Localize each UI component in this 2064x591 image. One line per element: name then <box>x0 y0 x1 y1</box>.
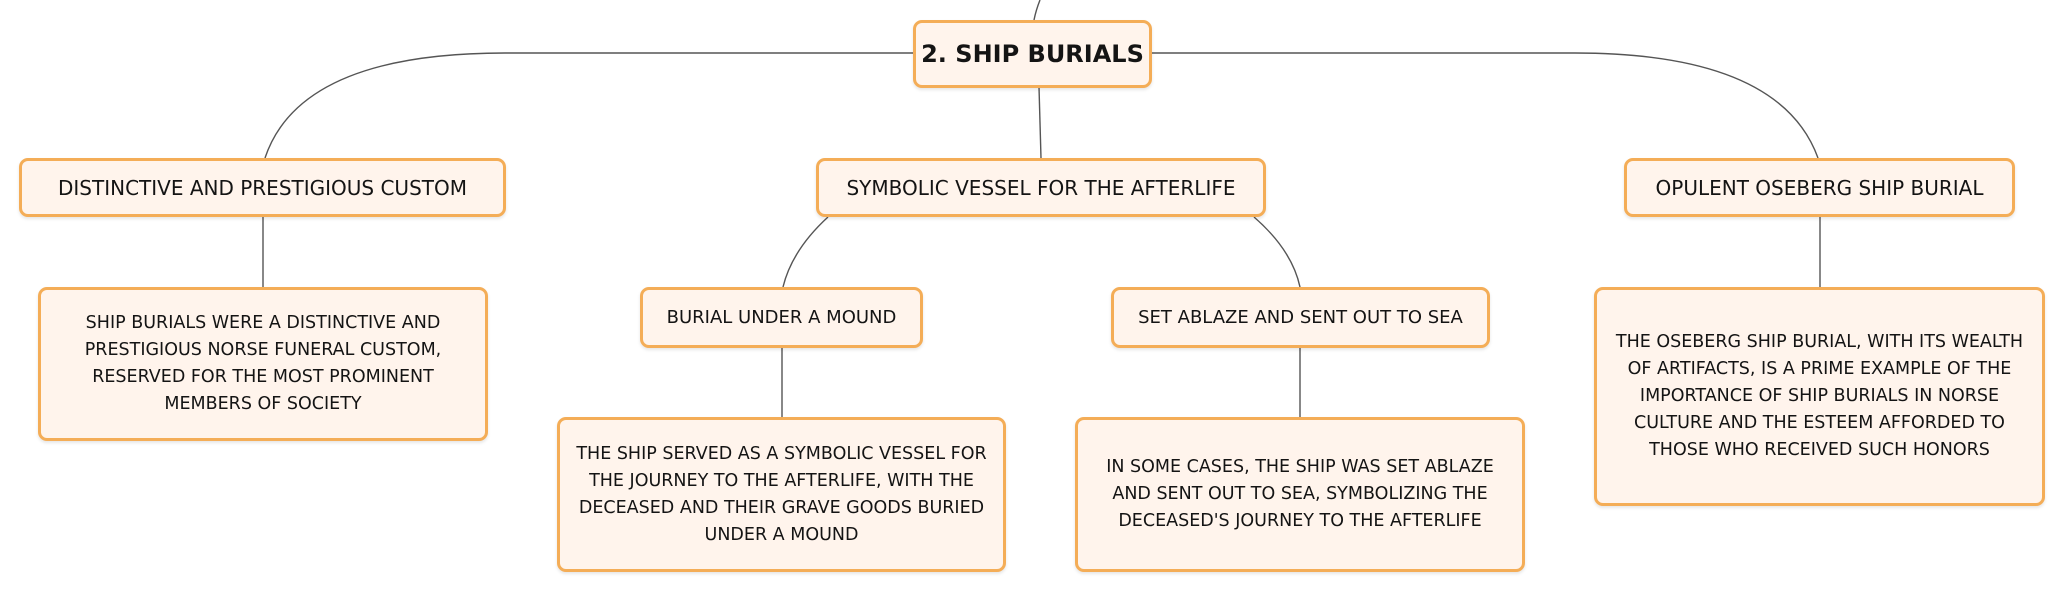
detail-node-distinctive-custom[interactable]: SHIP BURIALS WERE A DISTINCTIVE AND PRES… <box>38 287 488 441</box>
root-node-label: 2. SHIP BURIALS <box>921 40 1144 68</box>
branch-node-distinctive-custom[interactable]: DISTINCTIVE AND PRESTIGIOUS CUSTOM <box>19 158 506 217</box>
detail-text: IN SOME CASES, THE SHIP WAS SET ABLAZE A… <box>1106 457 1494 531</box>
branch-label: SYMBOLIC VESSEL FOR THE AFTERLIFE <box>846 175 1236 200</box>
detail-text: THE OSEBERG SHIP BURIAL, WITH ITS WEALTH… <box>1615 332 2024 460</box>
sub-node-label: SET ABLAZE AND SENT OUT TO SEA <box>1138 307 1463 328</box>
sub-node-burial-under-mound[interactable]: BURIAL UNDER A MOUND <box>640 287 923 348</box>
connector-root-to-distinctive <box>264 52 913 159</box>
connector-symbolic-to-mound <box>782 216 829 288</box>
detail-node-oseberg-burial[interactable]: THE OSEBERG SHIP BURIAL, WITH ITS WEALTH… <box>1594 287 2045 506</box>
detail-text: SHIP BURIALS WERE A DISTINCTIVE AND PRES… <box>84 313 442 414</box>
detail-node-set-ablaze[interactable]: IN SOME CASES, THE SHIP WAS SET ABLAZE A… <box>1075 417 1525 572</box>
connector-symbolic-to-sea <box>1253 216 1301 288</box>
connector-root-to-oseberg <box>1151 52 1819 159</box>
branch-node-oseberg-burial[interactable]: OPULENT OSEBERG SHIP BURIAL <box>1624 158 2015 217</box>
branch-label: OPULENT OSEBERG SHIP BURIAL <box>1655 175 1984 200</box>
branch-label: DISTINCTIVE AND PRESTIGIOUS CUSTOM <box>58 175 467 200</box>
detail-text: THE SHIP SERVED AS A SYMBOLIC VESSEL FOR… <box>576 443 987 545</box>
connector-root-incoming <box>1033 0 1041 21</box>
sub-node-label: BURIAL UNDER A MOUND <box>666 307 897 328</box>
sub-node-set-ablaze[interactable]: SET ABLAZE AND SENT OUT TO SEA <box>1111 287 1490 348</box>
detail-node-burial-mound[interactable]: THE SHIP SERVED AS A SYMBOLIC VESSEL FOR… <box>557 417 1006 572</box>
connector-root-to-symbolic <box>1038 86 1042 159</box>
branch-node-symbolic-vessel[interactable]: SYMBOLIC VESSEL FOR THE AFTERLIFE <box>816 158 1266 217</box>
root-node-ship-burials[interactable]: 2. SHIP BURIALS <box>913 20 1152 88</box>
